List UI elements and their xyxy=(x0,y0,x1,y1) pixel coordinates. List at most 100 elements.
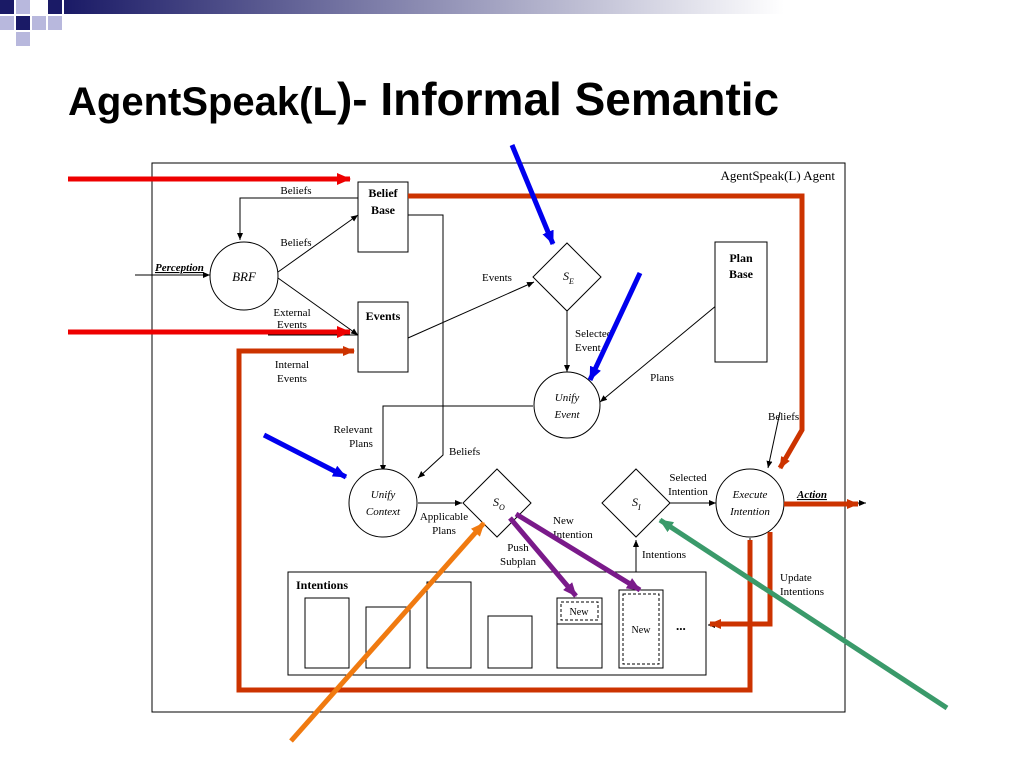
brf-node xyxy=(209,241,279,311)
beliefs-mid-label: Beliefs xyxy=(280,237,311,249)
purple-arrows xyxy=(508,511,642,598)
intentions-title: Intentions xyxy=(296,578,348,592)
corner-gradient-bar xyxy=(64,0,1024,14)
execute-label-2: Intention xyxy=(729,506,770,518)
beliefs-context-label: Beliefs xyxy=(449,446,480,458)
plan-base-label-2: Base xyxy=(729,267,754,281)
beliefs-loop xyxy=(237,197,358,240)
corner-square-lavender-1 xyxy=(16,0,30,14)
update-intentions-label-1: Update xyxy=(780,572,812,584)
intention-stack-3 xyxy=(426,581,472,669)
applicable-plans-label-2: Plans xyxy=(432,525,456,537)
se-main: S xyxy=(563,269,569,283)
internal-events-label-1: Internal xyxy=(275,359,309,371)
unify-context-label-2: Context xyxy=(366,506,401,518)
belief-base-label-1: Belief xyxy=(368,186,398,200)
agent-frame xyxy=(151,162,846,713)
belief-base-node xyxy=(357,181,409,253)
beliefs-to-execute xyxy=(766,411,781,469)
events-node xyxy=(357,301,409,373)
si-main: S xyxy=(632,495,638,509)
brf-to-events xyxy=(277,277,359,336)
update-intentions-label-2: Intentions xyxy=(780,586,824,598)
action-label: Action xyxy=(796,489,827,501)
brown-loop xyxy=(236,193,859,693)
unify-event-label-2: Event xyxy=(553,409,580,421)
execute-intention-node xyxy=(715,468,785,538)
se-label: SE xyxy=(563,269,574,286)
orange-arrow-so xyxy=(289,521,486,743)
page-title: AgentSpeak(L)- Informal Semantic xyxy=(68,72,779,126)
corner-square-navy-1 xyxy=(0,0,14,14)
blue-arrow-se xyxy=(509,144,556,245)
new-intention-label-1: New xyxy=(553,515,574,527)
corner-square-lavender-2 xyxy=(0,16,14,30)
beliefbase-to-context xyxy=(408,214,444,479)
ellipsis-label: ... xyxy=(676,618,686,633)
title-part-1: AgentSpeak(L xyxy=(68,80,337,124)
plans-label: Plans xyxy=(650,372,674,384)
events-label: Events xyxy=(366,309,401,323)
intention-stack-4 xyxy=(487,615,533,669)
selected-intention-label-1: Selected xyxy=(669,472,707,484)
internal-events-label-2: Events xyxy=(277,373,307,385)
unify-event-to-context xyxy=(380,405,533,472)
brown-big-loop xyxy=(236,346,753,693)
selected-event-label-2: Event xyxy=(575,342,601,354)
relevant-plans-label-1: Relevant xyxy=(333,424,372,436)
se-sub: E xyxy=(568,277,574,286)
plan-base-label-1: Plan xyxy=(729,251,753,265)
belief-base-label-2: Base xyxy=(371,203,396,217)
events-to-se xyxy=(407,281,535,339)
unify-context-label-1: Unify xyxy=(371,489,396,501)
corner-square-lavender-3 xyxy=(32,16,46,30)
intentions-edge-label: Intentions xyxy=(642,549,686,561)
brf-to-beliefbase xyxy=(277,214,359,273)
push-subplan-label-2: Subplan xyxy=(500,556,537,568)
corner-square-navy-2 xyxy=(16,16,30,30)
blue-arrow-unify-event xyxy=(587,271,643,382)
title-part-2: )- Informal Semantic xyxy=(336,73,780,125)
so-label: SO xyxy=(493,495,505,512)
execute-label-1: Execute xyxy=(732,489,768,501)
so-main: S xyxy=(493,495,499,509)
unify-event-label-1: Unify xyxy=(555,392,580,404)
edge-labels: Perception Beliefs Beliefs External Even… xyxy=(155,185,827,598)
so-sub: O xyxy=(499,503,505,512)
corner-square-navy-3 xyxy=(48,0,62,14)
si-label: SI xyxy=(632,495,641,512)
si-sub: I xyxy=(637,503,641,512)
unify-event-node xyxy=(533,371,601,439)
new-box-2 xyxy=(622,593,660,665)
applicable-plans-label-1: Applicable xyxy=(420,511,468,523)
si-node xyxy=(601,468,671,538)
selected-event-label-1: Selected xyxy=(575,328,613,340)
intention-stack-1 xyxy=(304,597,350,669)
brown-update-intentions xyxy=(709,532,773,629)
blue-arrows xyxy=(262,144,643,480)
planbase-to-unify-event xyxy=(599,304,718,403)
beliefs-top-label: Beliefs xyxy=(280,185,311,197)
corner-square-lavender-4 xyxy=(16,32,30,46)
push-subplan-label-1: Push xyxy=(507,542,529,554)
purple-arrow-new-intention xyxy=(514,511,642,593)
new-box-1 xyxy=(560,601,599,621)
frame-label: AgentSpeak(L) Agent xyxy=(721,168,836,183)
new-label-2: New xyxy=(632,625,652,636)
se-node xyxy=(532,242,602,312)
beliefs-right-label: Beliefs xyxy=(768,411,799,423)
plan-base-node xyxy=(714,241,768,363)
external-events-label-1: External xyxy=(273,307,310,319)
brown-beliefbase-to-execute xyxy=(408,193,805,470)
purple-arrow-push-subplan xyxy=(508,516,578,598)
unify-context-node xyxy=(348,468,418,538)
perception-label: Perception xyxy=(155,262,204,274)
green-arrow-si xyxy=(658,517,949,711)
relevant-plans-label-2: Plans xyxy=(349,438,373,450)
red-arrows xyxy=(68,173,351,338)
selected-intention-label-2: Intention xyxy=(668,486,708,498)
blue-arrow-unify-context xyxy=(262,432,348,480)
new-label-1: New xyxy=(570,607,590,618)
execute-update-intentions xyxy=(708,538,751,628)
